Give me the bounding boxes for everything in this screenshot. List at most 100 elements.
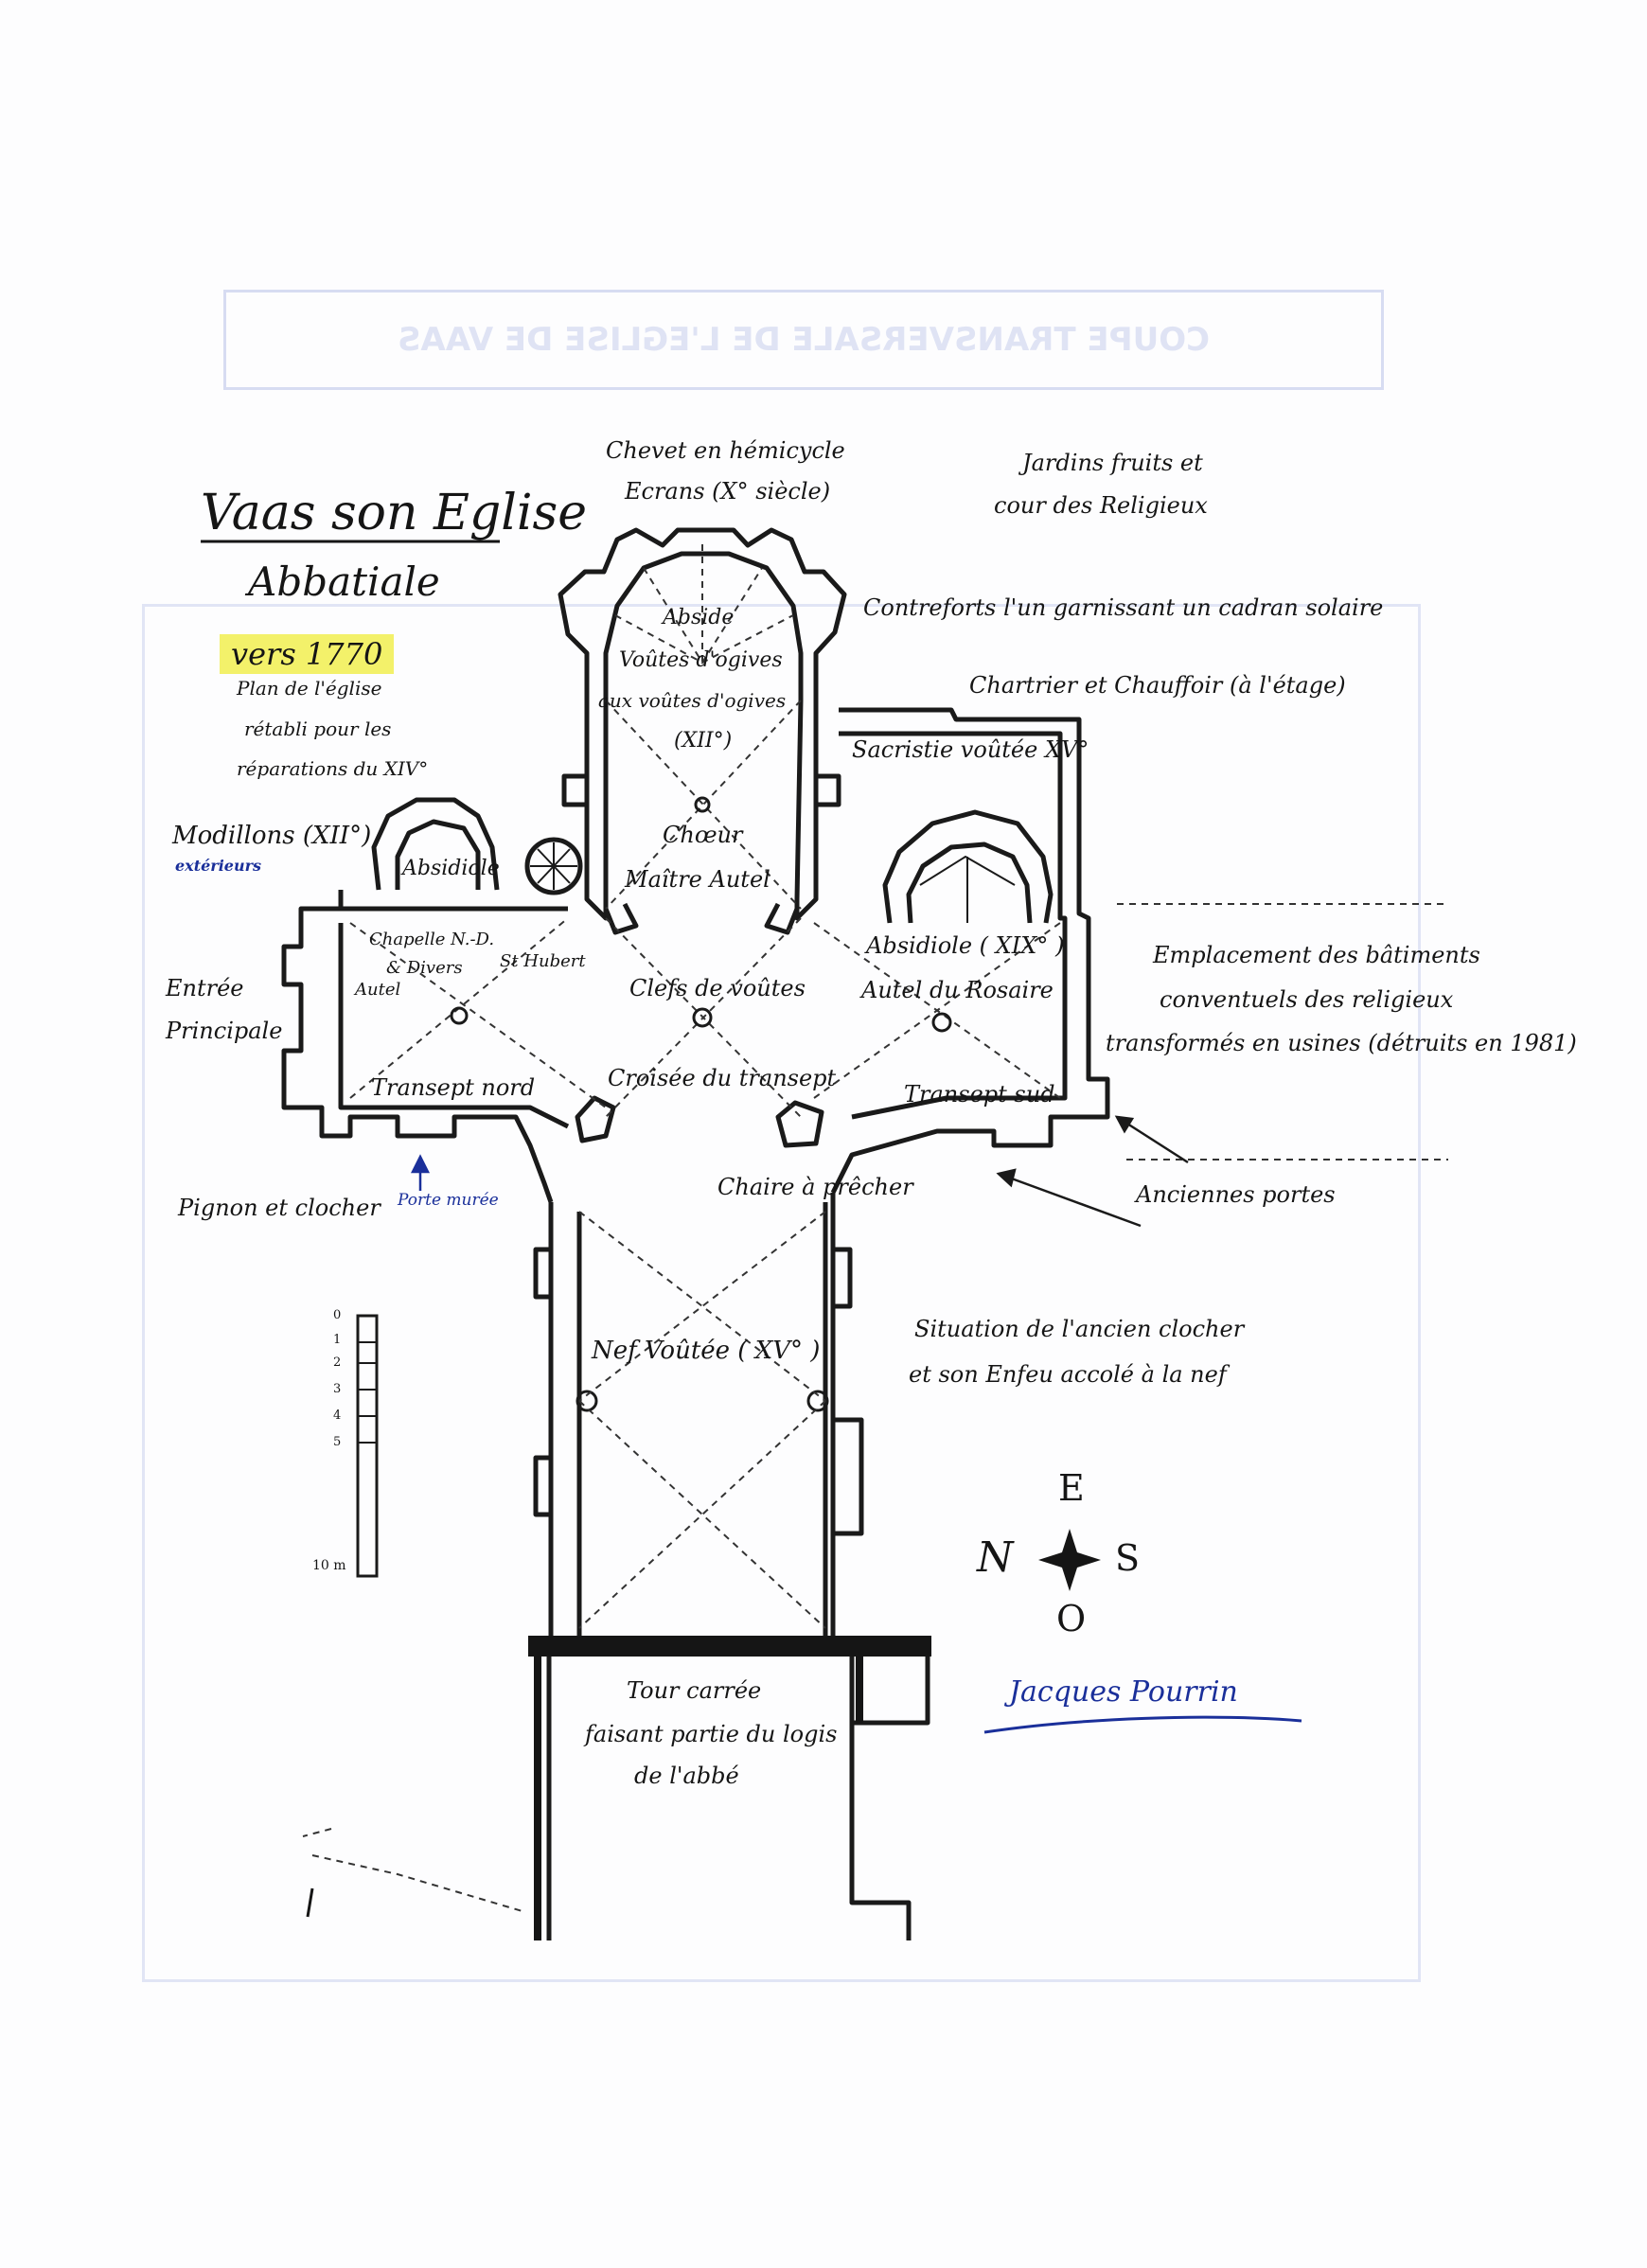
label-abside-century: (XII°) bbox=[674, 729, 733, 753]
label-tour-3: de l'abbé bbox=[634, 1763, 739, 1789]
south-transept-inner bbox=[839, 731, 1068, 1120]
arrow-portes-2 bbox=[998, 1172, 1142, 1228]
apse-wall-inner bbox=[603, 551, 804, 700]
label-sacristie: Sacristie voûtée XV° bbox=[852, 736, 1089, 763]
choir-pier-ne bbox=[816, 773, 841, 807]
compass-rose bbox=[1038, 1529, 1101, 1591]
north-absidiole-inner bbox=[395, 819, 481, 890]
label-emplacement-3: transformés en usines (détruits en 1981) bbox=[1106, 1030, 1577, 1056]
label-croisee: Croisée du transept bbox=[608, 1065, 837, 1091]
crossing-ribs bbox=[605, 917, 802, 1118]
label-abside: Abside bbox=[663, 606, 735, 629]
label-tour-1: Tour carrée bbox=[627, 1677, 762, 1704]
label-absidiole-north: Absidiole bbox=[402, 857, 500, 880]
compass-east: E bbox=[1058, 1467, 1085, 1509]
choir-wall-north bbox=[584, 700, 609, 921]
apse-wall-outer bbox=[558, 527, 847, 700]
label-st-hubert: St Hubert bbox=[500, 951, 586, 971]
absidiole-ribs bbox=[919, 856, 1016, 923]
arrow-portes-2-head bbox=[996, 1168, 1017, 1188]
signature: Jacques Pourrin bbox=[1009, 1675, 1238, 1709]
dashed-outbuilding-1 bbox=[311, 1854, 526, 1913]
label-pignon: Pignon et clocher bbox=[178, 1195, 381, 1221]
apse-ribs bbox=[614, 544, 794, 664]
label-voutes-ogives: Voûtes d'ogives bbox=[619, 648, 783, 672]
label-jardins-1: Jardins fruits et bbox=[1022, 450, 1203, 476]
label-entree: Entrée bbox=[166, 975, 244, 1001]
scale-ticks bbox=[358, 1341, 377, 1444]
compass-west: O bbox=[1056, 1598, 1087, 1639]
keystone-north bbox=[450, 1006, 469, 1025]
south-absidiole-outer bbox=[882, 809, 1054, 924]
label-voutes-ogives-2: aux voûtes d'ogives bbox=[598, 689, 787, 712]
nave-ribs-2 bbox=[578, 1400, 826, 1629]
label-tour-2: faisant partie du logis bbox=[585, 1721, 838, 1747]
keystone-south bbox=[931, 1012, 952, 1033]
ghost-page-frame bbox=[142, 604, 1421, 1982]
south-transept-ribs bbox=[813, 922, 1061, 1099]
nave-buttress-s2 bbox=[833, 1417, 864, 1536]
choir-pier-w bbox=[603, 902, 639, 935]
scale-label-0: 0 bbox=[333, 1308, 342, 1322]
north-transept-wall bbox=[281, 890, 554, 1203]
nave-buttress-n1 bbox=[533, 1247, 551, 1300]
dashed-outbuilding-2 bbox=[302, 1828, 332, 1837]
choir-pier-nw bbox=[561, 773, 587, 807]
label-transept-nord: Transept nord bbox=[371, 1074, 536, 1101]
scale-bar bbox=[356, 1314, 379, 1578]
stair-steps bbox=[530, 842, 577, 890]
crossing-pier-nw bbox=[575, 1095, 616, 1143]
choir-wall-south bbox=[794, 700, 819, 921]
nave-ribs-1 bbox=[578, 1211, 826, 1402]
scale-label-1: 1 bbox=[333, 1333, 342, 1347]
plan-subtitle: Abbatiale bbox=[248, 558, 440, 605]
label-choeur: Chœur bbox=[663, 822, 743, 848]
label-transept-sud: Transept sud bbox=[904, 1081, 1055, 1107]
label-chevet-1: Chevet en hémicycle bbox=[606, 437, 845, 464]
scale-label-4: 4 bbox=[333, 1409, 342, 1423]
label-porte-muree: Porte murée bbox=[398, 1191, 499, 1210]
label-divers: & Divers bbox=[386, 958, 463, 978]
label-emplacement-2: conventuels des religieux bbox=[1160, 986, 1454, 1013]
plan-title: Vaas son Eglise bbox=[201, 485, 587, 541]
label-jardins-2: cour des Religieux bbox=[994, 492, 1208, 519]
date-note-line-2: rétabli pour les bbox=[244, 718, 392, 740]
south-absidiole-inner bbox=[906, 842, 1033, 924]
choir-pier-e bbox=[764, 902, 800, 935]
tower-top-wall bbox=[528, 1636, 931, 1657]
compass-star bbox=[1038, 1529, 1101, 1591]
scale-label-3: 3 bbox=[333, 1382, 342, 1396]
label-autel-north: Autel bbox=[355, 980, 401, 1000]
label-chapelle: Chapelle N.-D. bbox=[369, 930, 495, 949]
label-contreforts: Contreforts l'un garnissant un cadran so… bbox=[863, 594, 1384, 621]
keystone-crossing bbox=[692, 1007, 713, 1028]
date-highlight: vers 1770 bbox=[220, 634, 395, 674]
keystone-choir bbox=[694, 796, 711, 813]
nave-pier-n bbox=[576, 1390, 598, 1412]
label-modillons: Modillons (XII°) bbox=[172, 822, 372, 850]
signature-flourish bbox=[983, 1715, 1302, 1734]
date-note-line-1: Plan de l'église bbox=[237, 677, 382, 700]
scale-label-5: 5 bbox=[333, 1435, 342, 1449]
label-chevet-2: Ecrans (X° siècle) bbox=[625, 478, 831, 505]
date-note-line-3: réparations du XIV° bbox=[237, 757, 429, 780]
label-modillons-note: extérieurs bbox=[175, 857, 262, 875]
nave-buttress-s1 bbox=[833, 1247, 853, 1309]
label-nef: Nef Voûtée ( XV° ) bbox=[592, 1337, 821, 1365]
label-absidiole-south: Absidiole ( XIX° ) bbox=[866, 932, 1065, 959]
small-tick-1 bbox=[306, 1887, 314, 1918]
label-chaire: Chaire à prêcher bbox=[717, 1174, 913, 1200]
choir-ribs bbox=[605, 700, 802, 910]
scale-label-2: 2 bbox=[333, 1355, 342, 1370]
compass-north: N bbox=[977, 1533, 1014, 1582]
label-situation-1: Situation de l'ancien clocher bbox=[914, 1316, 1245, 1342]
label-situation-2: et son Enfeu accolé à la nef bbox=[909, 1361, 1227, 1388]
label-anciennes-portes: Anciennes portes bbox=[1136, 1181, 1336, 1208]
arrow-portes-1-head bbox=[1114, 1115, 1135, 1134]
compass-south: S bbox=[1115, 1537, 1141, 1579]
north-transept-inner bbox=[338, 923, 570, 1129]
label-principale: Principale bbox=[166, 1018, 283, 1044]
stair-tower bbox=[524, 837, 583, 895]
label-clefs: Clefs de voûtes bbox=[629, 975, 806, 1001]
